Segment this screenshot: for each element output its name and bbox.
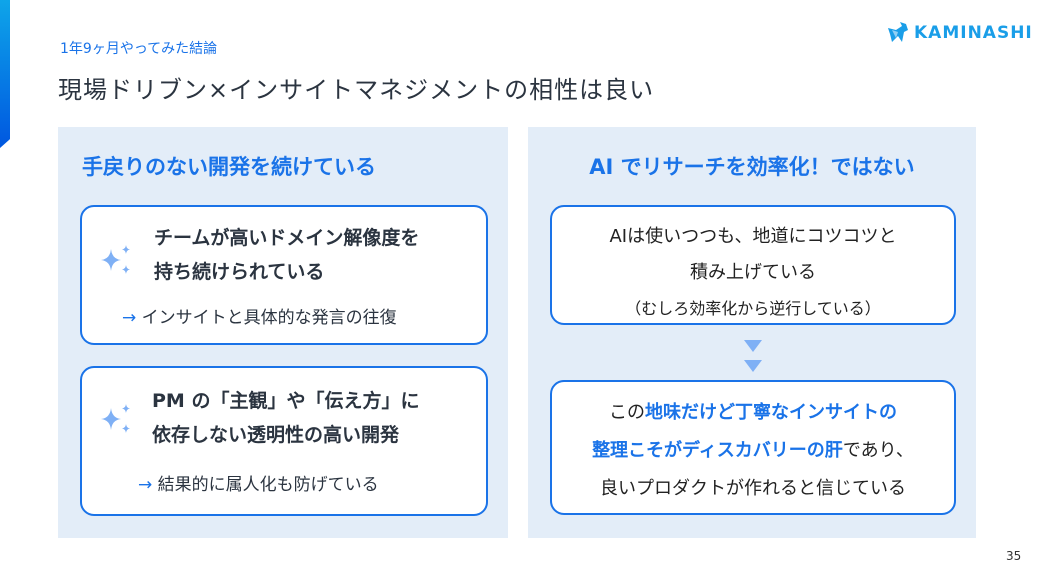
down-triangle-icon	[744, 340, 762, 352]
sparkle-icon	[101, 245, 130, 274]
logo-text: KAMINASHI	[914, 23, 1033, 43]
sparkle-icon	[101, 404, 130, 433]
card-conclusion: この地味だけど丁寧なインサイトの 整理こそがディスカバリーの肝であり、 良いプロ…	[550, 380, 956, 515]
text: であり、	[842, 440, 914, 461]
arrow-right-icon: →	[138, 475, 153, 495]
kaminashi-logo: KAMINASHI	[886, 22, 1033, 44]
card-note: インサイトと具体的な発言の往復	[141, 308, 397, 328]
right-heading: AI でリサーチを効率化！ではない	[589, 155, 915, 179]
highlight-text: 地味だけど丁寧なインサイトの	[645, 402, 897, 423]
highlight-text: 整理こそがディスカバリーの肝	[592, 440, 843, 461]
card-text: チームが高いドメイン解像度を持ち続けられている	[154, 227, 420, 283]
text: この	[609, 402, 645, 423]
accent-bar	[0, 0, 10, 148]
card-transparency: PM の「主観」や「伝え方」に依存しない透明性の高い開発 → 結果的に属人化も防…	[80, 366, 488, 516]
slide-subtitle: 1年9ヶ月やってみた結論	[60, 41, 218, 57]
card-domain-resolution: チームが高いドメイン解像度を持ち続けられている → インサイトと具体的な発言の往…	[80, 205, 488, 345]
card-line: （むしろ効率化から逆行している）	[625, 299, 881, 318]
card-note: 結果的に属人化も防げている	[157, 475, 379, 495]
card-text: PM の「主観」や「伝え方」に依存しない透明性の高い開発	[152, 390, 420, 446]
left-heading: 手戻りのない開発を続けている	[82, 155, 376, 179]
goat-logo-icon	[888, 22, 908, 42]
card-line: 積み上げている	[690, 262, 816, 283]
arrow-right-icon: →	[122, 308, 137, 328]
down-triangle-icon	[744, 360, 762, 372]
page-number: 35	[1006, 549, 1022, 563]
card-ai-research: AIは使いつつも、地道にコツコツと 積み上げている （むしろ効率化から逆行してい…	[550, 205, 956, 325]
slide-title: 現場ドリブン×インサイトマネジメントの相性は良い	[58, 76, 655, 104]
text: 良いプロダクトが作れると信じている	[600, 478, 906, 499]
card-line: AIは使いつつも、地道にコツコツと	[609, 226, 897, 247]
